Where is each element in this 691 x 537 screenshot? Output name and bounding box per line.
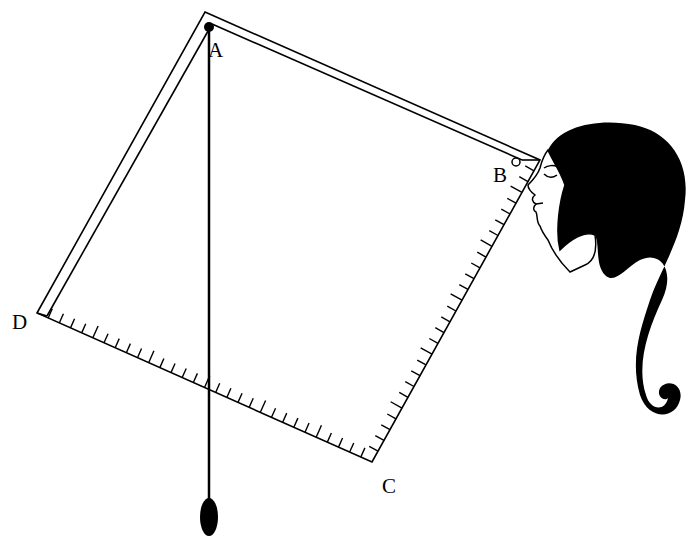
tick-mark [93,326,98,338]
tube-inner-edge [47,24,212,316]
eyebrow [544,166,558,168]
point-label: D [12,312,27,333]
tick-mark [459,285,468,290]
frame-end [37,313,47,316]
tick-mark [429,338,438,343]
tick-mark [48,309,52,318]
tick-mark [182,368,186,377]
plumb-line [208,27,211,500]
tick-mark [149,351,154,363]
tick-mark [391,402,402,408]
tick-mark [375,436,384,441]
tick-mark [369,446,378,451]
point-label: B [493,165,507,186]
sight-hole [512,158,520,166]
tick-mark [417,360,426,365]
tick-mark [447,306,456,311]
tick-mark [381,425,390,430]
tick-mark [481,240,492,246]
tick-mark [501,209,510,214]
tick-mark [260,400,265,412]
tick-mark [216,383,220,392]
tick-mark [387,414,396,419]
tick-mark [361,448,365,457]
tick-mark [327,433,331,442]
tick-mark [525,166,534,171]
tick-mark [399,392,408,397]
tick-mark [227,388,231,397]
tick-mark [115,339,119,348]
closed-eye [544,174,557,177]
tick-mark [435,328,444,333]
tick-mark [471,263,480,268]
tick-mark [519,177,528,182]
pivot-dot [204,22,214,32]
tick-mark [465,274,474,279]
tick-mark [249,398,253,407]
tick-mark [489,231,498,236]
lips [536,203,543,204]
tick-mark [477,252,486,257]
tick-mark [160,358,164,367]
tick-mark [441,317,450,322]
tick-mark [294,418,298,427]
observer-face [528,122,686,414]
tick-mark [405,382,414,387]
frame-end [522,159,540,161]
tube-inner-edge [212,24,522,160]
point-label: A [208,40,223,61]
scale-ticks [48,166,534,457]
point-label: C [382,476,396,497]
tick-mark [82,324,86,333]
tick-mark [411,371,420,376]
tick-mark [272,408,276,417]
tick-mark [316,425,321,437]
tick-mark [71,319,75,328]
tick-mark [421,348,432,354]
tick-mark [193,373,197,382]
tick-mark [339,438,343,447]
tick-mark [126,344,130,353]
tick-mark [171,363,175,372]
tick-mark [104,334,108,343]
square-frame [37,12,540,462]
tick-mark [511,186,522,192]
tick-mark [507,198,516,203]
tick-mark [59,314,63,323]
tick-mark [305,423,309,432]
face [528,150,596,272]
tick-mark [495,220,504,225]
tick-mark [238,393,242,402]
tick-mark [350,443,354,452]
tick-mark [138,349,142,358]
tick-mark [283,413,287,422]
plumb-bob [200,498,218,536]
tick-mark [451,294,462,300]
